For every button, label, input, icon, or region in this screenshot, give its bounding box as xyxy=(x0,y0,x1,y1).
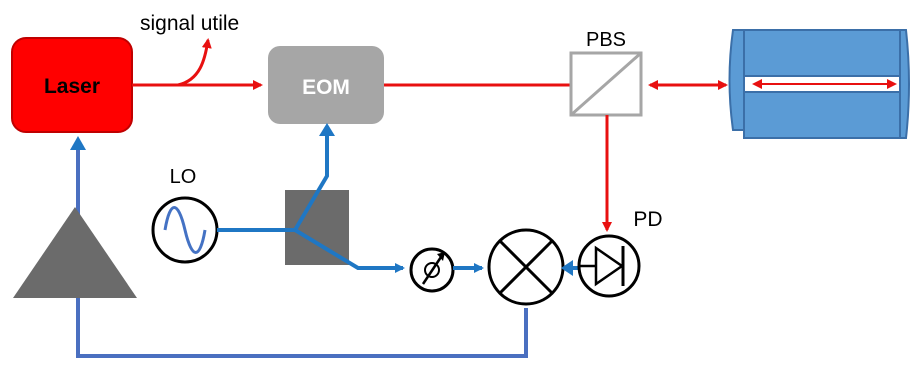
pd-label: PD xyxy=(633,208,662,231)
cavity-upper-block xyxy=(743,29,901,77)
signal-utile-label: signal utile xyxy=(140,12,239,35)
wire-pd-to-mixer-arrowhead xyxy=(561,260,573,276)
pbs-diagonal xyxy=(570,51,642,117)
cavity-lower-block xyxy=(743,91,901,139)
optical-cavity[interactable] xyxy=(728,29,910,139)
pbs-label: PBS xyxy=(586,29,626,51)
wire-splitter-to-eom xyxy=(293,134,329,232)
wire-splitter-to-phase-shifter xyxy=(293,228,405,273)
mixer-cross-icon-b xyxy=(498,239,554,295)
phase-shifter-arrow-icon xyxy=(421,256,443,285)
amplifier-triangle xyxy=(13,207,137,298)
phase-shifter-circle-icon xyxy=(424,262,440,278)
feedback-arrowhead xyxy=(70,136,86,150)
wire-splitter-to-eom-arrowhead xyxy=(319,123,335,136)
lo-label: LO xyxy=(170,166,197,188)
laser-label: Laser xyxy=(44,75,100,98)
sine-wave-icon xyxy=(163,206,207,254)
beam-signal-pickoff xyxy=(177,38,212,87)
eom-box[interactable] xyxy=(268,46,384,124)
cavity-left-mirror xyxy=(728,29,745,131)
phase-shifter-arrowhead-icon xyxy=(437,252,445,261)
cavity-right-mirror xyxy=(899,29,910,139)
eom-label: EOM xyxy=(302,76,350,99)
